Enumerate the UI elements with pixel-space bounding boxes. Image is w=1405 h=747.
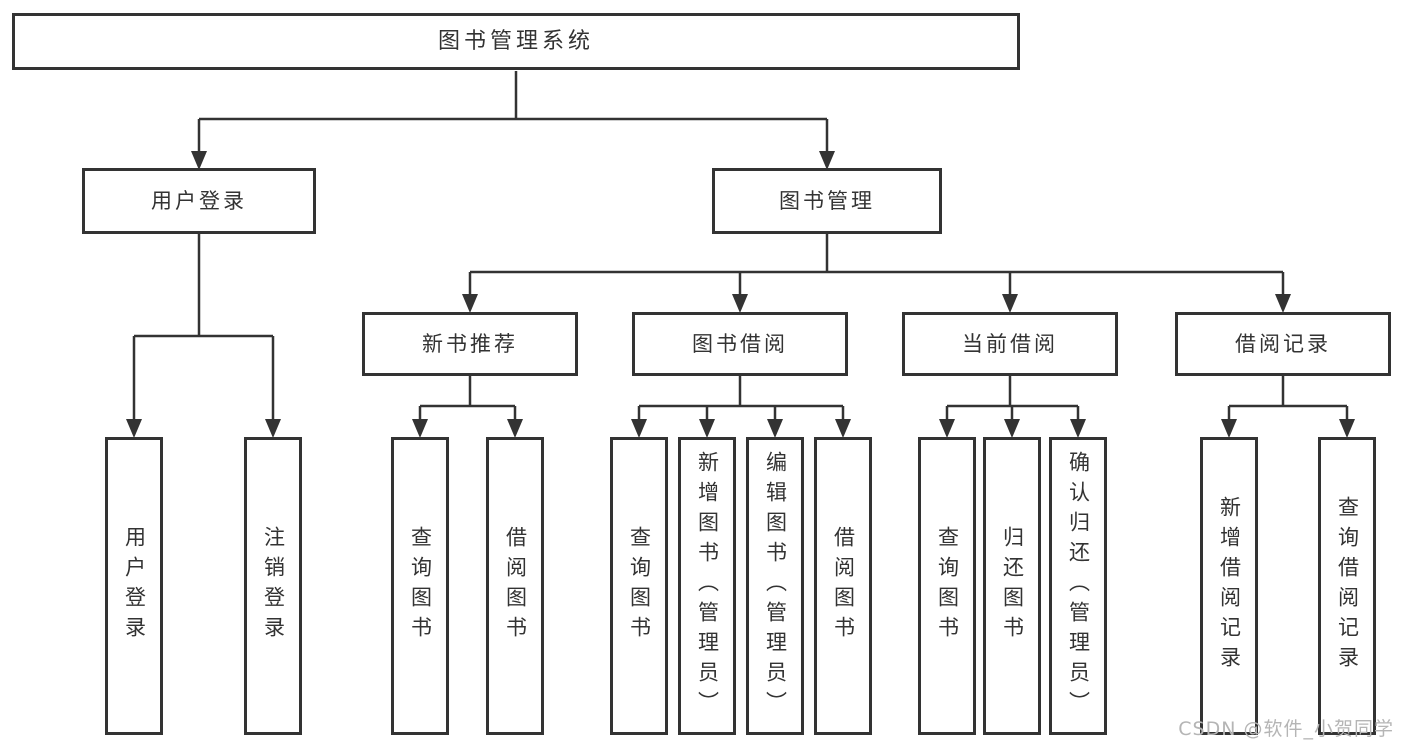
leaf-logout: 注销登录 (244, 437, 302, 735)
arrowhead-icons (126, 151, 1355, 438)
node-current-borrow: 当前借阅 (902, 312, 1118, 376)
leaf-bb-borrow-book: 借阅图书 (814, 437, 872, 735)
leaf-bb-query-book-label: 查询图书 (627, 526, 652, 646)
node-book-management-label: 图书管理 (779, 188, 875, 213)
tree-edges (132, 71, 1349, 424)
node-root: 图书管理系统 (12, 13, 1020, 70)
node-book-borrow: 图书借阅 (632, 312, 848, 376)
node-new-book-recommend-label: 新书推荐 (422, 331, 518, 356)
node-new-book-recommend: 新书推荐 (362, 312, 578, 376)
node-book-borrow-label: 图书借阅 (692, 331, 788, 356)
node-book-management: 图书管理 (712, 168, 942, 234)
leaf-bb-query-book: 查询图书 (610, 437, 668, 735)
leaf-bb-borrow-book-label: 借阅图书 (831, 526, 856, 646)
node-borrow-record-label: 借阅记录 (1235, 331, 1331, 356)
leaf-bb-edit-book-admin: 编辑图书（管理员） (746, 437, 804, 735)
leaf-br-add-record: 新增借阅记录 (1200, 437, 1258, 735)
node-borrow-record: 借阅记录 (1175, 312, 1391, 376)
node-current-borrow-label: 当前借阅 (962, 331, 1058, 356)
leaf-user-login: 用户登录 (105, 437, 163, 735)
leaf-nb-borrow-book-label: 借阅图书 (503, 526, 528, 646)
node-user-login-label: 用户登录 (151, 188, 247, 213)
leaf-user-login-label: 用户登录 (122, 526, 147, 646)
leaf-nb-query-book: 查询图书 (391, 437, 449, 735)
leaf-bb-edit-book-admin-label: 编辑图书（管理员） (763, 451, 788, 721)
leaf-br-query-record-label: 查询借阅记录 (1335, 496, 1360, 676)
leaf-nb-query-book-label: 查询图书 (408, 526, 433, 646)
leaf-cb-confirm-return-admin: 确认归还（管理员） (1049, 437, 1107, 735)
leaf-bb-add-book-admin: 新增图书（管理员） (678, 437, 736, 735)
node-root-label: 图书管理系统 (437, 28, 594, 54)
node-user-login: 用户登录 (82, 168, 316, 234)
leaf-br-query-record: 查询借阅记录 (1318, 437, 1376, 735)
leaf-cb-return-book: 归还图书 (983, 437, 1041, 735)
csdn-watermark: CSDN @软件_小贺同学 (1178, 718, 1394, 740)
leaf-cb-confirm-return-admin-label: 确认归还（管理员） (1066, 451, 1091, 721)
leaf-bb-add-book-admin-label: 新增图书（管理员） (695, 451, 720, 721)
leaf-cb-return-book-label: 归还图书 (1000, 526, 1025, 646)
leaf-br-add-record-label: 新增借阅记录 (1217, 496, 1242, 676)
leaf-logout-label: 注销登录 (261, 526, 286, 646)
leaf-cb-query-book-label: 查询图书 (935, 526, 960, 646)
leaf-cb-query-book: 查询图书 (918, 437, 976, 735)
leaf-nb-borrow-book: 借阅图书 (486, 437, 544, 735)
